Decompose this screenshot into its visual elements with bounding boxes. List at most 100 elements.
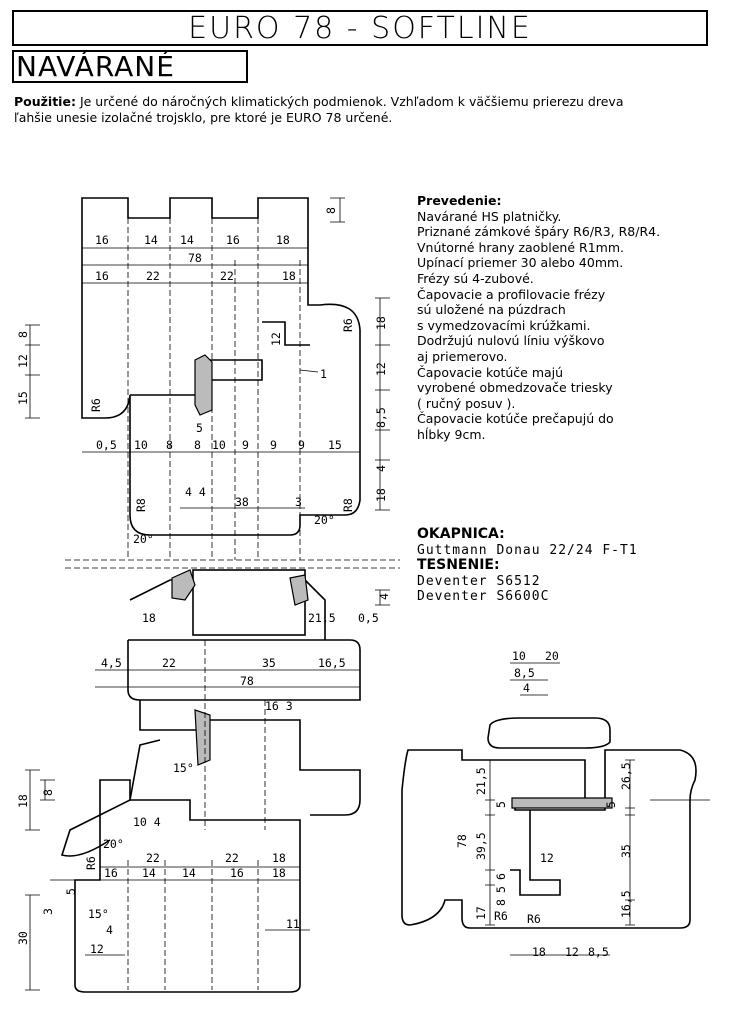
dim-label: 14	[142, 866, 156, 880]
dim-label: 20°	[103, 837, 124, 851]
dim-label: 4,5	[101, 656, 122, 670]
dim-label: 3	[295, 495, 302, 509]
dim-label: 8,5	[374, 407, 388, 428]
dim-label: 12	[269, 332, 283, 346]
execution-line: vyrobené obmedzovače triesky	[417, 380, 613, 396]
page-subtitle: NAVÁRANÉ	[16, 50, 175, 83]
execution-notes: Prevedenie: Navárané HS platničky. Prizn…	[417, 193, 737, 443]
execution-line: Čapovacie kotúče prečapujú do	[417, 411, 614, 427]
usage-label: Použitie:	[14, 94, 76, 109]
dim-label: 15°	[173, 761, 194, 775]
execution-line: hĺbky 9cm.	[417, 426, 486, 442]
dim-label: 16,5	[318, 656, 346, 670]
dim-label: 8	[16, 331, 30, 338]
dim-label: 18	[374, 488, 388, 502]
seal-heading: TESNENIE:	[417, 557, 500, 573]
dim-label: 39,5	[474, 832, 488, 860]
dim-label: R6	[527, 912, 541, 926]
dim-label: 8	[41, 789, 55, 796]
dim-label: 78	[188, 251, 202, 265]
dim-label: 8	[194, 438, 201, 452]
dim-label: 8,5	[514, 666, 535, 680]
dim-label: R8	[341, 498, 355, 512]
drip-value: Guttmann Donau 22/24 F-T1	[417, 542, 638, 558]
dim-label: 18	[16, 794, 30, 808]
execution-line: Čapovacie kotúče majú	[417, 364, 564, 380]
dim-label: 11	[286, 917, 300, 931]
dim-label: 20	[545, 649, 559, 663]
execution-line: Vnútorné hrany zaoblené R1mm.	[417, 239, 624, 255]
usage-text-2: ľahšie unesie izolačné trojsklo, pre kto…	[14, 110, 393, 125]
execution-line: sú uložené na púzdrach	[417, 302, 566, 318]
dim-label: R6	[84, 856, 98, 870]
execution-line: ( ručný posuv ).	[417, 395, 516, 411]
seal-lower-3	[194, 709, 211, 766]
dim-label: 16	[95, 269, 109, 283]
dim-label: 16	[226, 233, 240, 247]
dim-label: 18	[142, 611, 156, 625]
dim-label: 78	[455, 834, 469, 848]
execution-line: Priznané zámkové špáry R6/R3, R8/R4.	[417, 224, 661, 240]
dim-label: 10	[212, 438, 226, 452]
dim-label: 5	[64, 888, 78, 895]
dim-label: 3	[41, 908, 55, 915]
dim-label: 16	[230, 866, 244, 880]
drip-heading: OKAPNICA:	[417, 526, 505, 542]
dim-label: 12	[90, 942, 104, 956]
dim-label: 22	[162, 656, 176, 670]
dim-label: 10 4	[133, 815, 161, 829]
dim-label: 21,5	[308, 611, 336, 625]
dim-label: 5	[494, 886, 508, 893]
dim-label: 10	[512, 649, 526, 663]
dim-label: 20°	[314, 513, 335, 527]
seal-upper	[194, 354, 213, 416]
dim-label: 18	[276, 233, 290, 247]
dim-label: 21,5	[474, 767, 488, 795]
dim-label: R8	[134, 498, 148, 512]
dim-label: 26,5	[619, 762, 633, 790]
seal-lower	[171, 569, 196, 601]
section-drawing: 10 20 8,5 4 21,5 5 78 39,5 6 5 8 17 26,5…	[401, 649, 710, 959]
dim-label: 22	[146, 269, 160, 283]
dim-label: 9	[298, 438, 305, 452]
dim-label: 1	[320, 367, 327, 381]
execution-line: aj priemerovo.	[417, 348, 508, 364]
seal-value: Deventer S6600C	[417, 589, 550, 604]
usage-paragraph: Použitie: Je určené do náročných klimati…	[14, 94, 714, 126]
dim-label: 4 4	[185, 485, 206, 499]
dim-label: 5	[604, 801, 618, 808]
dim-label: 16,5	[619, 890, 633, 918]
dim-label: 12	[540, 851, 554, 865]
dim-label: 15	[328, 438, 342, 452]
dim-label: 18	[272, 851, 286, 865]
usage-text-1: Je určené do náročných klimatických podm…	[79, 94, 624, 109]
execution-line: Navárané HS platničky.	[417, 208, 562, 224]
dim-label: 18	[272, 866, 286, 880]
dim-label: 8,5	[588, 945, 609, 959]
dim-label: R6	[341, 318, 355, 332]
dim-label: R6	[89, 398, 103, 412]
execution-line: Upínací priemer 30 alebo 40mm.	[417, 255, 624, 271]
dim-label: 0,5	[96, 438, 117, 452]
dim-label: 6	[494, 873, 508, 880]
dim-label: 16 3	[265, 699, 293, 713]
execution-line: Čapovacie a profilovacie frézy	[417, 286, 606, 302]
dim-label: 14	[182, 866, 196, 880]
page-title: EURO 78 - SOFTLINE	[188, 10, 532, 46]
dim-label: 38	[235, 495, 249, 509]
dim-label: 22	[146, 851, 160, 865]
dim-label: 35	[262, 656, 276, 670]
dim-label: 20°	[133, 532, 154, 546]
dim-label: 8	[494, 899, 508, 906]
dim-label: 4	[523, 681, 530, 695]
dim-label: 22	[220, 269, 234, 283]
dim-label: 15°	[88, 907, 109, 921]
dim-label: 22	[225, 851, 239, 865]
seal-section	[511, 797, 613, 809]
dim-label: 4	[377, 593, 391, 600]
dim-label: 9	[242, 438, 249, 452]
dim-label: 18	[532, 945, 546, 959]
dim-label: 5	[196, 421, 203, 435]
title-box: EURO 78 - SOFTLINE	[12, 10, 708, 46]
upper-profile: 16 14 14 16 18 78 16 22 22 18 8 8 12 15 …	[16, 197, 390, 560]
